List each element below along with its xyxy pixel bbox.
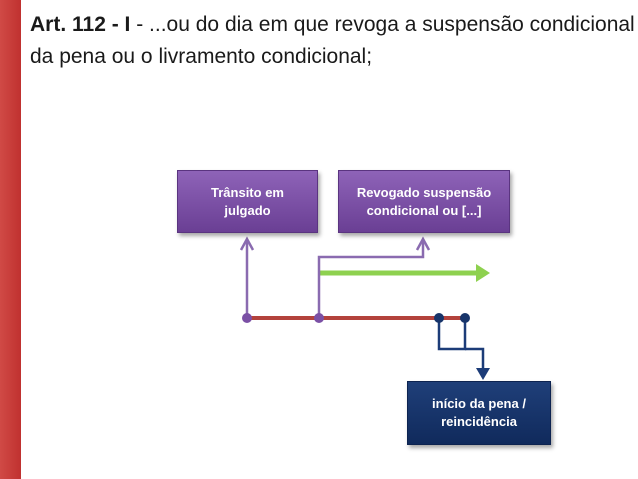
timeline-dot-transito xyxy=(242,313,252,323)
timeline-dot-inicio-1 xyxy=(434,313,444,323)
inicio-connector xyxy=(437,318,467,351)
revogado-arrow-head xyxy=(415,236,431,251)
revogado-connector xyxy=(317,241,425,318)
transito-label: Trânsito em julgado xyxy=(211,184,284,218)
transito-em-julgado-box: Trânsito em julgado xyxy=(177,170,318,233)
slide-heading: Art. 112 - I - ...ou do dia em que revog… xyxy=(30,9,635,73)
side-accent-bar xyxy=(0,0,21,479)
inicio-arrow-head xyxy=(476,368,490,380)
timeline-dot-inicio-2 xyxy=(460,313,470,323)
revogado-label: Revogado suspensão condicional ou [...] xyxy=(356,184,492,218)
inicio-label: início da pena / reincidência xyxy=(432,396,526,429)
article-label: Art. 112 - I xyxy=(30,13,131,36)
revogado-suspensao-box: Revogado suspensão condicional ou [...] xyxy=(338,170,510,233)
inicio-connector-down xyxy=(465,347,485,371)
heading-text: - ...ou do dia em que revoga a suspensão… xyxy=(30,13,635,68)
green-arrow-head xyxy=(476,264,490,282)
inicio-da-pena-box: início da pena / reincidência xyxy=(407,381,551,445)
timeline-dot-revogado xyxy=(314,313,324,323)
transito-arrow-head xyxy=(239,236,255,251)
